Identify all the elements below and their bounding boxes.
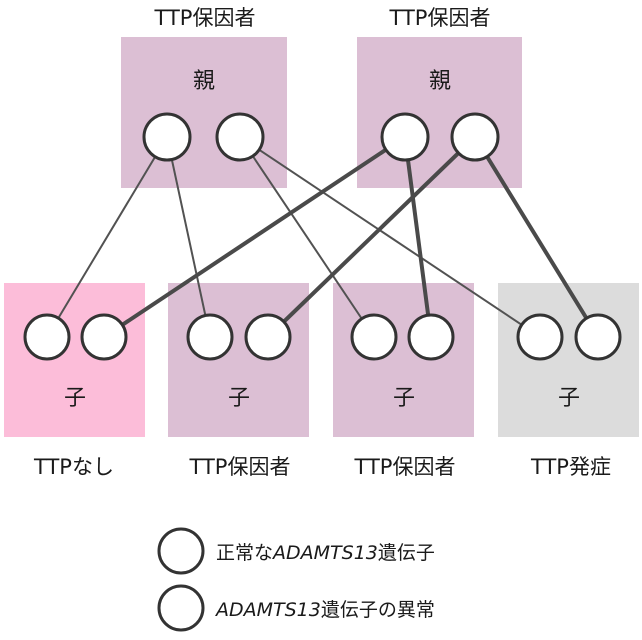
child-2-status: TTP保因者 [189, 455, 291, 479]
child-2-label: 子 [228, 386, 250, 411]
child-1-label: 子 [64, 386, 86, 411]
inheritance-line [266, 135, 477, 339]
allele-circle-icon [215, 112, 265, 162]
legend-normal-suffix: 遺伝子 [378, 542, 435, 564]
allele-circle-icon [574, 313, 622, 361]
inheritance-lines [46, 135, 600, 339]
allele-circle-icon [350, 313, 398, 361]
legend: 正常なADAMTS13遺伝子 ADAMTS13遺伝子の異常 [157, 527, 435, 632]
child-1-box [4, 283, 145, 437]
legend-abnormal-label: ADAMTS13遺伝子の異常 [214, 599, 435, 621]
parent-2-box [357, 37, 522, 188]
inheritance-line [473, 135, 600, 339]
inheritance-line [102, 135, 407, 339]
legend-abnormal-suffix: 遺伝子の異常 [321, 599, 435, 621]
allele-circle-icon [142, 112, 192, 162]
parent-2-status: TTP保因者 [389, 6, 491, 30]
inheritance-line [239, 136, 375, 338]
legend-item-normal: 正常なADAMTS13遺伝子 [157, 527, 435, 575]
inheritance-line [46, 136, 168, 338]
allele-circle-icon [516, 313, 564, 361]
allele-circle-icon [407, 313, 455, 361]
allele-circle-icon [80, 313, 128, 361]
child-3: 子 TTP保因者 [333, 283, 474, 479]
parent-2-label: 親 [429, 69, 451, 94]
legend-normal-prefix: 正常な [216, 542, 273, 564]
child-3-label: 子 [393, 386, 415, 411]
allele-circle-icon [244, 313, 292, 361]
parent-1-status: TTP保因者 [154, 6, 256, 30]
legend-normal-gene: ADAMTS13 [271, 542, 378, 564]
child-1-status: TTPなし [33, 455, 114, 479]
legend-normal-label: 正常なADAMTS13遺伝子 [216, 542, 435, 564]
child-3-box [333, 283, 474, 437]
parent-1: TTP保因者 親 [121, 6, 287, 188]
abnormal-allele-icon [157, 584, 205, 632]
child-1: 子 TTPなし [4, 283, 145, 479]
child-4-label: 子 [558, 386, 580, 411]
child-2-box [168, 283, 309, 437]
inheritance-line [403, 135, 433, 339]
legend-abnormal-gene: ADAMTS13 [214, 599, 321, 621]
allele-circle-icon [450, 112, 500, 162]
child-4-status: TTP発症 [530, 455, 611, 479]
inheritance-line [166, 136, 211, 338]
inheritance-line [239, 136, 541, 338]
parent-1-box [121, 37, 287, 188]
parent-1-label: 親 [193, 69, 215, 94]
allele-circle-icon [186, 313, 234, 361]
allele-circle-icon [23, 313, 71, 361]
child-4-box [498, 283, 639, 437]
child-2: 子 TTP保因者 [168, 283, 309, 479]
normal-allele-icon [157, 527, 205, 575]
legend-item-abnormal: ADAMTS13遺伝子の異常 [157, 584, 435, 632]
child-3-status: TTP保因者 [354, 455, 456, 479]
allele-markers [23, 112, 622, 361]
child-4: 子 TTP発症 [498, 283, 639, 479]
parent-2: TTP保因者 親 [357, 6, 522, 188]
allele-circle-icon [380, 112, 430, 162]
